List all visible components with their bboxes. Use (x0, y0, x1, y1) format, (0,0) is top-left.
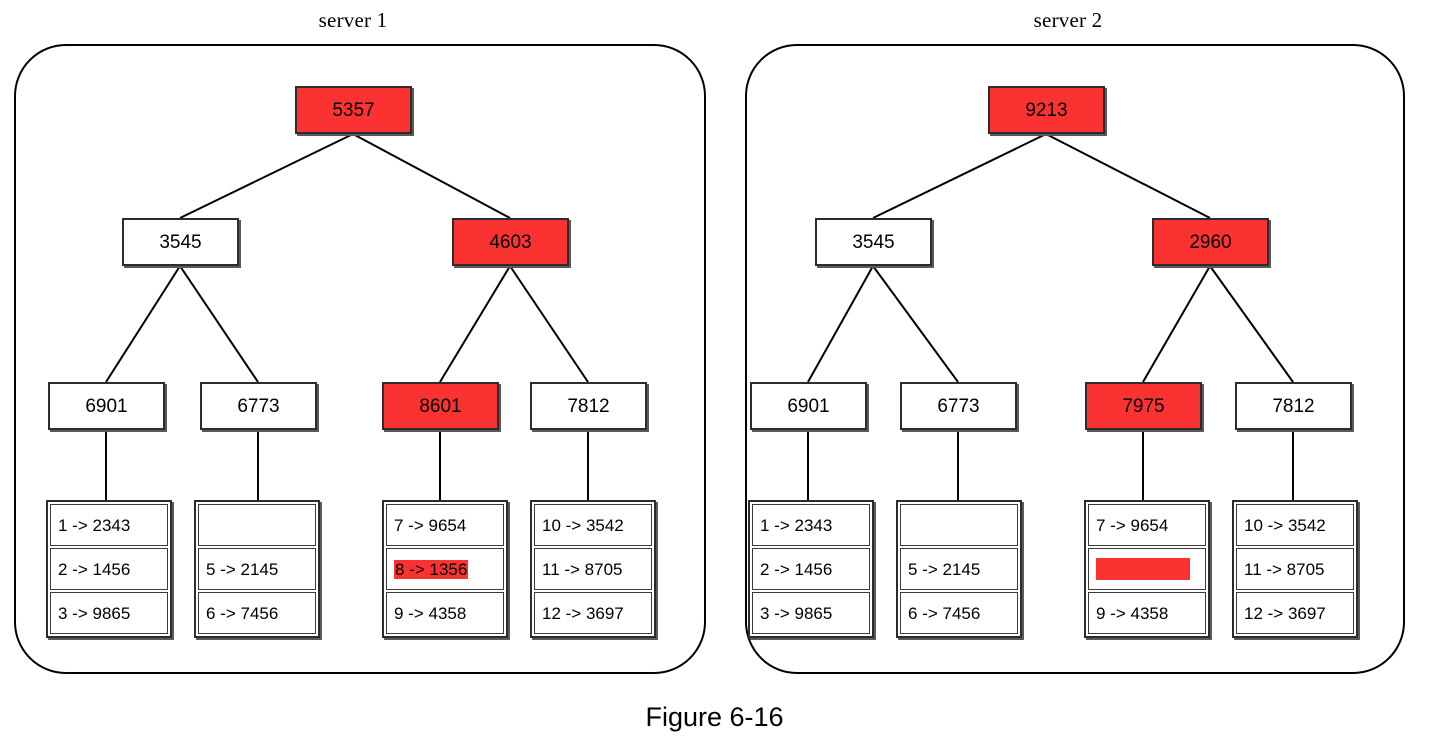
leaf-row[interactable]: 3 -> 9865 (50, 592, 168, 634)
leaf-row[interactable]: 5 -> 2145 (198, 548, 316, 590)
server-2-level3-node-1[interactable]: 6773 (900, 382, 1017, 430)
leaf-row-empty[interactable] (198, 504, 316, 546)
server-1-root-node[interactable]: 5357 (295, 86, 412, 134)
server-1-leaf-block-2: 7 -> 9654 8 -> 1356 9 -> 4358 (382, 500, 508, 638)
server-1-title: server 1 (318, 8, 388, 32)
server-2-leaf-block-1: 5 -> 2145 6 -> 7456 (896, 500, 1022, 638)
leaf-row-empty[interactable] (900, 504, 1018, 546)
leaf-row-text: 11 -> 8705 (1244, 559, 1325, 579)
leaf-row-text: 3 -> 9865 (760, 603, 833, 623)
leaf-row-highlighted-empty[interactable] (1088, 548, 1206, 590)
leaf-row[interactable]: 2 -> 1456 (752, 548, 870, 590)
server-1-level2-node-0[interactable]: 3545 (122, 218, 239, 266)
leaf-row[interactable]: 10 -> 3542 (1236, 504, 1354, 546)
server-2-level2-node-1[interactable]: 2960 (1152, 218, 1269, 266)
leaf-row[interactable]: 6 -> 7456 (900, 592, 1018, 634)
leaf-row-text: 1 -> 2343 (58, 515, 131, 535)
server-1-level3-node-2[interactable]: 8601 (382, 382, 499, 430)
leaf-row-text: 5 -> 2145 (206, 559, 279, 579)
leaf-row[interactable]: 9 -> 4358 (1088, 592, 1206, 634)
leaf-row[interactable]: 7 -> 9654 (1088, 504, 1206, 546)
server-2-root-node[interactable]: 9213 (988, 86, 1105, 134)
server-2-leaf-block-2: 7 -> 9654 9 -> 4358 (1084, 500, 1210, 638)
leaf-row-text: 2 -> 1456 (58, 559, 131, 579)
leaf-row[interactable]: 11 -> 8705 (1236, 548, 1354, 590)
server-2-leaf-block-0: 1 -> 2343 2 -> 1456 3 -> 9865 (748, 500, 874, 638)
leaf-row-text: 3 -> 9865 (58, 603, 131, 623)
leaf-row-text: 10 -> 3542 (1244, 515, 1326, 535)
server-1-level2-node-1[interactable]: 4603 (452, 218, 569, 266)
server-1-leaf-block-3: 10 -> 3542 11 -> 8705 12 -> 3697 (530, 500, 656, 638)
leaf-row-text: 12 -> 3697 (1244, 603, 1326, 623)
leaf-row-text: 6 -> 7456 (206, 603, 279, 623)
leaf-row-text: 6 -> 7456 (908, 603, 981, 623)
leaf-row[interactable]: 5 -> 2145 (900, 548, 1018, 590)
server-2-level2-node-0[interactable]: 3545 (815, 218, 932, 266)
server-2-level3-node-0[interactable]: 6901 (750, 382, 867, 430)
server-2-container (745, 44, 1405, 674)
leaf-row-text: 9 -> 4358 (1096, 603, 1169, 623)
leaf-row[interactable]: 10 -> 3542 (534, 504, 652, 546)
figure-caption: Figure 6-16 (645, 702, 784, 732)
server-1-level3-node-0[interactable]: 6901 (48, 382, 165, 430)
leaf-row-text: 9 -> 4358 (394, 603, 467, 623)
leaf-row[interactable]: 12 -> 3697 (1236, 592, 1354, 634)
server-2-title: server 2 (1033, 8, 1103, 32)
leaf-row[interactable]: 1 -> 2343 (752, 504, 870, 546)
leaf-row-text: 5 -> 2145 (908, 559, 981, 579)
leaf-row-text: 12 -> 3697 (542, 603, 624, 623)
leaf-row[interactable]: 3 -> 9865 (752, 592, 870, 634)
leaf-row[interactable]: 12 -> 3697 (534, 592, 652, 634)
leaf-row[interactable]: 2 -> 1456 (50, 548, 168, 590)
leaf-row[interactable]: 6 -> 7456 (198, 592, 316, 634)
leaf-row-text: 7 -> 9654 (1096, 515, 1169, 535)
leaf-row-text: 11 -> 8705 (542, 559, 623, 579)
leaf-row-text: 1 -> 2343 (760, 515, 833, 535)
server-2-level3-node-3[interactable]: 7812 (1235, 382, 1352, 430)
leaf-row-text: 2 -> 1456 (760, 559, 833, 579)
leaf-row[interactable]: 1 -> 2343 (50, 504, 168, 546)
leaf-row-text: 8 -> 1356 (394, 559, 469, 579)
leaf-row-text: 10 -> 3542 (542, 515, 624, 535)
server-2-level3-node-2[interactable]: 7975 (1085, 382, 1202, 430)
leaf-row[interactable]: 11 -> 8705 (534, 548, 652, 590)
leaf-row[interactable]: 9 -> 4358 (386, 592, 504, 634)
server-1-level3-node-3[interactable]: 7812 (530, 382, 647, 430)
leaf-row-highlighted[interactable]: 8 -> 1356 (386, 548, 504, 590)
server-1-container (14, 44, 706, 674)
leaf-row-text (1096, 558, 1190, 580)
server-1-leaf-block-0: 1 -> 2343 2 -> 1456 3 -> 9865 (46, 500, 172, 638)
leaf-row-text: 7 -> 9654 (394, 515, 467, 535)
server-2-leaf-block-3: 10 -> 3542 11 -> 8705 12 -> 3697 (1232, 500, 1358, 638)
leaf-row[interactable]: 7 -> 9654 (386, 504, 504, 546)
server-1-level3-node-1[interactable]: 6773 (200, 382, 317, 430)
server-1-leaf-block-1: 5 -> 2145 6 -> 7456 (194, 500, 320, 638)
